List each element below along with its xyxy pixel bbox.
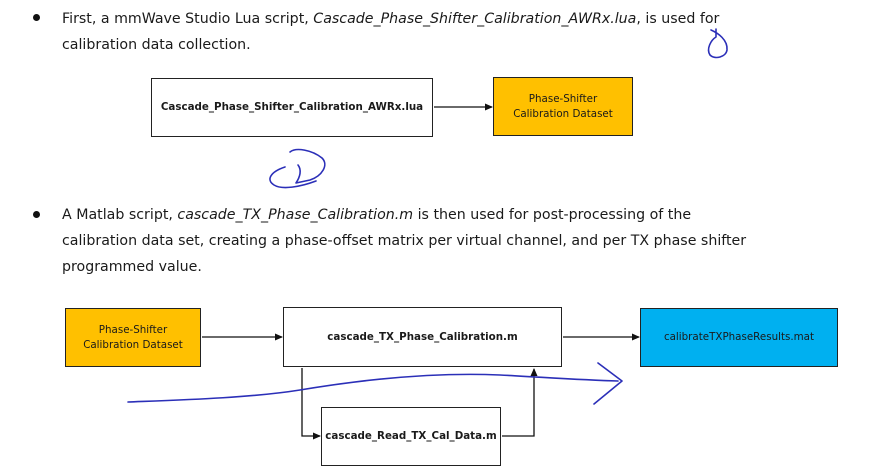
matlab-script-box: cascade_TX_Phase_Calibration.m (283, 307, 562, 367)
handwritten-number-one (707, 28, 728, 59)
bullet2-line3: programmed value. (62, 259, 202, 275)
arrow-matlab-to-read-script (301, 368, 321, 440)
handwritten-arrowhead (593, 362, 623, 405)
dataset-box-2-line2: Calibration Dataset (83, 338, 183, 351)
handwritten-annotations (127, 28, 728, 405)
bullet1-line2: calibration data collection. (62, 37, 251, 53)
bullet2-line1-pre: A Matlab script, (62, 207, 178, 223)
arrow-read-script-to-matlab (502, 368, 538, 437)
dataset-box-2-line1: Phase-Shifter (98, 323, 168, 336)
read-data-script-box: cascade_Read_TX_Cal_Data.m (321, 407, 501, 466)
bullet-paragraph-1: First, a mmWave Studio Lua script, Casca… (62, 6, 719, 58)
bullet1-line1-pre: First, a mmWave Studio Lua script, (62, 11, 314, 27)
results-file-box: calibrateTXPhaseResults.mat (640, 308, 838, 367)
bullet1-line1-post: , is used for (636, 11, 720, 27)
handwritten-underline-stroke (127, 373, 619, 403)
dataset-box-2: Phase-Shifter Calibration Dataset (65, 308, 201, 367)
dataset-box-1-line2: Calibration Dataset (513, 107, 613, 120)
bullet2-line2: calibration data set, creating a phase-o… (62, 233, 747, 249)
dataset-box-1: Phase-Shifter Calibration Dataset (493, 77, 633, 136)
bullet-point-1 (33, 14, 40, 21)
lua-script-box: Cascade_Phase_Shifter_Calibration_AWRx.l… (151, 78, 433, 137)
bullet-paragraph-2: A Matlab script, cascade_TX_Phase_Calibr… (62, 202, 746, 280)
bullet-point-2 (33, 211, 40, 218)
bullet2-line1-post: is then used for post-processing of the (413, 207, 692, 223)
bullet2-matlab-script-name: cascade_TX_Phase_Calibration.m (177, 207, 414, 223)
bullet1-lua-script-name: Cascade_Phase_Shifter_Calibration_AWRx.l… (313, 11, 637, 27)
dataset-box-1-line1: Phase-Shifter (528, 92, 598, 105)
handwritten-number-two (269, 148, 326, 189)
